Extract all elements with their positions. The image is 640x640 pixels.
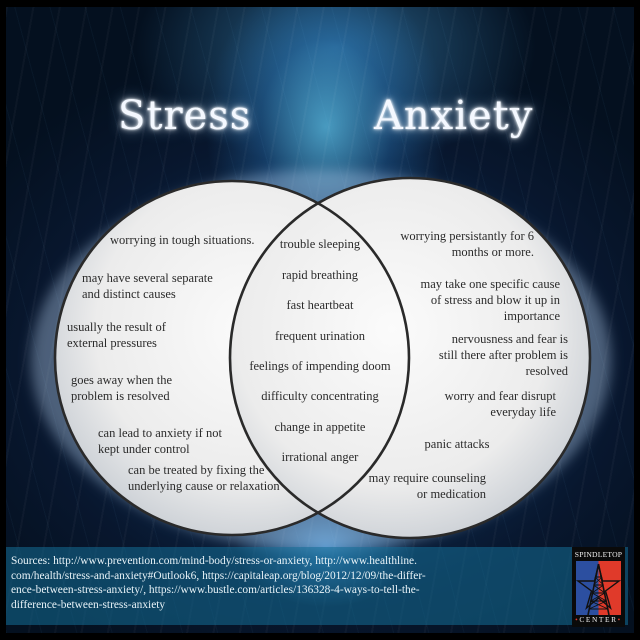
logo-dot: • xyxy=(617,615,622,624)
sources-text: Sources: http://www.prevention.com/mind-… xyxy=(11,554,431,612)
stress-item: usually the result of external pressures xyxy=(67,320,166,350)
shared-item: change in appetite xyxy=(274,420,366,434)
shared-item: fast heartbeat xyxy=(286,298,354,312)
stress-item: can lead to anxiety if not kept under co… xyxy=(98,426,222,456)
sources-line: com/health/stress-and-anxiety#Outlook6, … xyxy=(11,569,426,582)
sources-line: ence-between-stress-anxiety/, https://ww… xyxy=(11,584,420,597)
spindletop-center-logo: SPINDLETOP •CENTER• xyxy=(572,547,625,627)
sources-line: difference-between-stress-anxiety xyxy=(11,598,166,611)
logo-bottom-text: •CENTER• xyxy=(575,615,622,624)
sources-line: Sources: http://www.prevention.com/mind-… xyxy=(11,555,417,567)
stress-item: may have several separate and distinct c… xyxy=(82,271,213,301)
oil-derrick-star-icon xyxy=(575,563,622,616)
anxiety-item: worry and fear disrupt everyday life xyxy=(444,389,556,419)
sources-caption: Sources: http://www.prevention.com/mind-… xyxy=(6,547,628,625)
stress-item: can be treated by fixing the underlying … xyxy=(128,463,280,493)
stress-item: worrying in tough situations. xyxy=(110,233,255,247)
shared-item: difficulty concentrating xyxy=(261,389,379,403)
logo-flag xyxy=(575,561,622,616)
shared-item: irrational anger xyxy=(281,450,359,464)
shared-item: feelings of impending doom xyxy=(249,359,391,373)
anxiety-title: Anxiety xyxy=(374,93,534,139)
anxiety-item: may require counseling or medication xyxy=(368,471,486,501)
venn-diagram xyxy=(31,170,611,550)
logo-top-text: SPINDLETOP xyxy=(574,550,623,559)
shared-item: rapid breathing xyxy=(281,268,359,282)
stress-circle-outline xyxy=(53,179,411,537)
logo-dot: • xyxy=(575,615,580,624)
anxiety-item: worrying persistantly for 6 months or mo… xyxy=(400,229,534,259)
anxiety-item: panic attacks xyxy=(424,437,490,451)
infographic-canvas: Stress Anxiety worrying in tough situati… xyxy=(6,7,634,633)
anxiety-item: may take one specific cause of stress an… xyxy=(420,277,560,323)
anxiety-circle-outline xyxy=(228,176,592,540)
shared-item: trouble sleeping xyxy=(279,237,361,251)
stress-title: Stress xyxy=(118,93,252,139)
shared-item: frequent urination xyxy=(275,329,365,343)
anxiety-item: nervousness and fear is still there afte… xyxy=(438,332,568,378)
stress-item: goes away when the problem is resolved xyxy=(71,373,173,403)
